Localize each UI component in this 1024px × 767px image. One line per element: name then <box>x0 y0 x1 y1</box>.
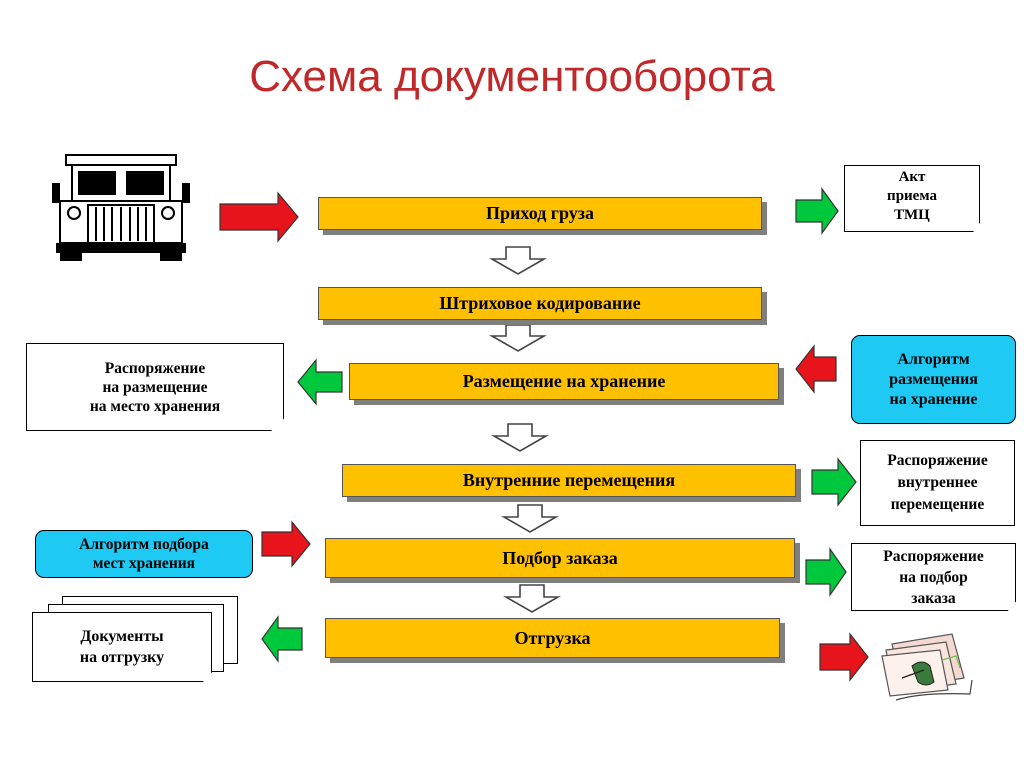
note-placement-order: Распоряжение на размещение на место хран… <box>26 343 284 431</box>
arrow-down-1 <box>489 246 547 275</box>
page-title: Схема документооборота <box>249 52 775 101</box>
arrow-placement-to-order <box>297 358 343 406</box>
arrow-down-2 <box>489 324 547 352</box>
arrow-down-4 <box>501 504 559 533</box>
shipping-docs-stack: Документы на отгрузку <box>32 596 240 682</box>
note-picking-order: Распоряжение на подбор заказа <box>851 543 1016 611</box>
step-order-picking: Подбор заказа <box>325 538 795 578</box>
arrow-picking-to-order <box>805 547 847 597</box>
shipping-docs-sheet-front: Документы на отгрузку <box>32 612 212 682</box>
note-internal-move-order: Распоряжение внутреннее перемещение <box>860 440 1015 526</box>
step-barcoding: Штриховое кодирование <box>318 287 762 320</box>
arrow-picking-algo-to-picking <box>261 520 311 568</box>
arrow-truck-to-receipt <box>219 191 299 243</box>
note-act-receipt: Акт приема ТМЦ <box>844 165 980 232</box>
step-cargo-receipt: Приход груза <box>318 197 762 230</box>
arrow-shipping-to-papers <box>819 632 869 682</box>
truck-icon <box>52 154 190 261</box>
note-picking-algorithm: Алгоритм подбора мест хранения <box>35 530 253 578</box>
papers-icon <box>881 633 973 701</box>
step-shipping: Отгрузка <box>325 618 780 658</box>
arrow-down-5 <box>503 584 561 613</box>
arrow-shipping-to-docs <box>261 615 303 663</box>
arrow-internal-to-order <box>811 457 857 507</box>
arrow-algorithm-to-placement <box>795 344 837 394</box>
step-placement: Размещение на хранение <box>349 363 779 400</box>
arrow-receipt-to-act <box>795 187 839 235</box>
arrow-down-3 <box>491 423 549 452</box>
step-internal-moves: Внутренние перемещения <box>342 464 796 497</box>
note-placement-algorithm: Алгоритм размещения на хранение <box>851 335 1016 424</box>
